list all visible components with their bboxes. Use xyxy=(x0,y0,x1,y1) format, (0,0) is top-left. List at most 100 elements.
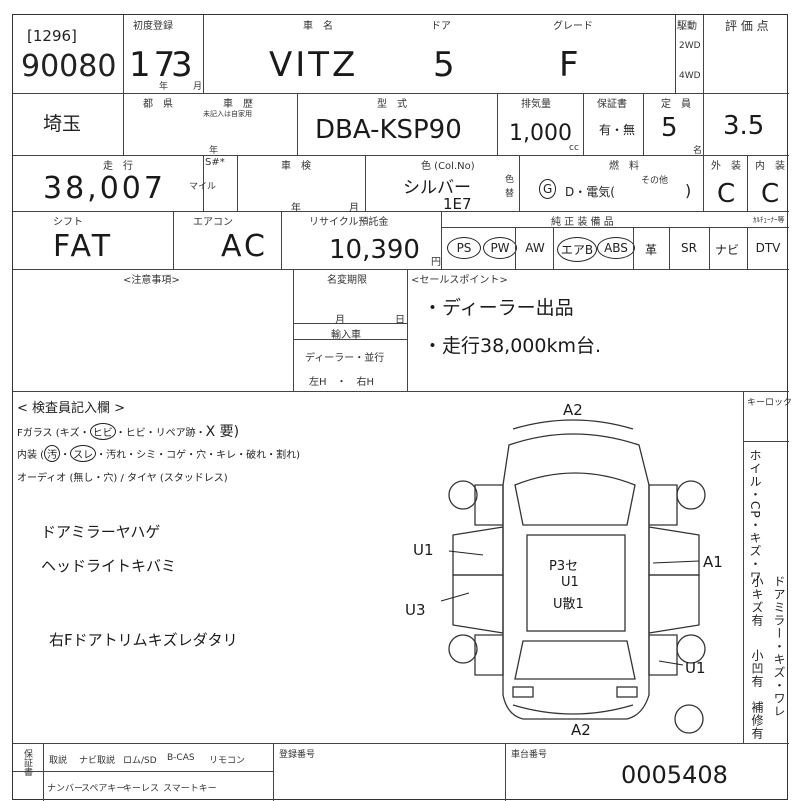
footer-warranty-label: 保証書 xyxy=(22,749,32,776)
car-name-label: 車 名 xyxy=(303,21,333,32)
fuel-other: その他 xyxy=(641,176,669,186)
lot-bracket: [1296] xyxy=(27,27,77,45)
exterior: C xyxy=(717,179,736,209)
row-divider xyxy=(441,227,789,228)
first-reg-label: 初度登録 xyxy=(133,21,173,32)
row-divider xyxy=(13,93,789,94)
equipment-label: 純 正 装 備 品 xyxy=(551,217,614,228)
area-label: 都 県 xyxy=(143,99,173,110)
row-divider xyxy=(293,323,407,324)
right-small-1: 小キズ有 xyxy=(750,575,764,627)
name-change-month: 月 xyxy=(335,315,345,326)
col-divider xyxy=(123,15,124,93)
color-label: 色 (Col.No) xyxy=(421,161,475,172)
recycle-fee: 10,390 xyxy=(329,235,420,265)
inspector-line1: Fガラス (キズ・ヒビ・ヒビ・リペア跡・X 要) xyxy=(17,421,239,441)
year-unit: 年 xyxy=(159,82,169,92)
sales-point-label: <セールスポイント> xyxy=(411,275,508,286)
cc-unit: cc xyxy=(569,143,579,153)
footer-spare-key: スペアキー xyxy=(81,784,126,794)
capacity: 5 xyxy=(661,113,678,143)
col-divider xyxy=(273,743,274,801)
name-change-label: 名変期限 xyxy=(327,275,367,286)
row-divider xyxy=(293,339,407,340)
drive-2wd: 2WD xyxy=(679,41,701,51)
fglass-rest: ・ヒビ・リペア跡・ xyxy=(115,428,206,439)
color-change: 色 替 xyxy=(505,175,515,199)
sales-point-1: ・ディーラー出品 xyxy=(423,297,574,319)
interior-circ-b: スレ xyxy=(70,445,97,462)
chassis-number: 0005408 xyxy=(621,761,728,789)
area: 埼玉 xyxy=(43,113,82,135)
mark-front: A2 xyxy=(563,401,583,419)
col-divider xyxy=(505,743,506,801)
footer-bcas: B-CAS xyxy=(167,753,195,763)
doors: 5 xyxy=(433,45,458,85)
recycle-label: リサイクル預託金 xyxy=(309,217,389,228)
score: 3.5 xyxy=(723,111,765,141)
doors-label: ドア xyxy=(431,21,451,32)
mileage-label: 走 行 xyxy=(103,161,133,172)
lot-number: 90080 xyxy=(21,49,117,84)
col-divider xyxy=(515,227,516,269)
col-divider xyxy=(297,93,298,155)
row-divider xyxy=(13,155,789,156)
month-unit: 月 xyxy=(193,82,203,92)
col-divider xyxy=(519,155,520,211)
capacity-label: 定 員 xyxy=(661,99,691,110)
mark-rear: A2 xyxy=(571,721,591,739)
right-vertical-1: ホイル・CP・キズ・ワ xyxy=(748,449,762,584)
row2-year: 年 xyxy=(209,146,219,156)
type-note: 未記入は自家用 xyxy=(203,110,252,118)
grade: F xyxy=(559,45,582,85)
drive-4wd: 4WD xyxy=(679,71,701,81)
col-divider xyxy=(237,155,238,211)
interior-prefix: 内装 ( xyxy=(17,450,45,461)
car-diagram xyxy=(440,419,706,734)
mark-roof-1: P3セ xyxy=(549,559,579,574)
col-divider xyxy=(669,227,670,269)
col-divider xyxy=(583,93,584,155)
col-divider xyxy=(365,155,366,211)
col-divider xyxy=(633,227,634,269)
row-divider xyxy=(13,771,273,772)
score-label: 評 価 点 xyxy=(725,19,769,33)
row-divider xyxy=(743,441,789,442)
col-divider xyxy=(743,391,744,743)
inspection-month: 月 xyxy=(349,203,359,214)
yen-unit: 円 xyxy=(431,257,441,268)
lh-rh: 左H ・ 右H xyxy=(309,377,375,388)
inspector-title: < 検査員記入欄 > xyxy=(17,401,126,416)
first-reg-year: 17 xyxy=(129,45,179,85)
equip-leather: 革 xyxy=(644,243,657,257)
mark-right-rear: U1 xyxy=(685,659,706,677)
color-code: 1E7 xyxy=(443,195,472,213)
inspector-line2: 内装 (汚・スレ・汚れ・シミ・コゲ・穴・キレ・破れ・割れ) xyxy=(17,445,300,462)
equip-sr: SR xyxy=(681,241,697,255)
col-divider xyxy=(203,15,204,93)
col-divider xyxy=(497,93,498,155)
fglass-prefix: Fガラス (キズ・ xyxy=(17,428,90,439)
footer-navi-manual: ナビ取説 xyxy=(79,756,116,766)
note-2: ヘッドライトキバミ xyxy=(41,557,177,575)
ac-label: エアコン xyxy=(193,217,233,228)
equip-dtv: DTV xyxy=(755,241,781,255)
footer-smart-key: スマートキー xyxy=(163,784,217,794)
equip-abs: ABS xyxy=(597,237,635,259)
ac: AC xyxy=(221,229,268,264)
row-divider xyxy=(13,269,789,270)
auction-sheet: [1296] 90080 初度登録 17 年 3 月 車 名 ドア グレード V… xyxy=(12,14,792,801)
key-lock-label: キーロック xyxy=(747,398,793,408)
grade-label: グレード xyxy=(553,21,593,32)
inspection-year: 年 xyxy=(291,203,301,214)
model-label: 型 式 xyxy=(377,99,407,110)
row-divider xyxy=(13,743,789,744)
inspection-label: 車 検 xyxy=(281,161,311,172)
name-change-day: 日 xyxy=(395,315,405,326)
interior-circ-a: 汚 xyxy=(44,445,61,462)
first-reg-month: 3 xyxy=(171,45,196,85)
mark-left-rear: U3 xyxy=(405,601,426,619)
color-text: シルバー xyxy=(403,178,471,198)
mark-right-front: A1 xyxy=(703,553,723,571)
mark-roof-2: U1 xyxy=(561,575,579,590)
